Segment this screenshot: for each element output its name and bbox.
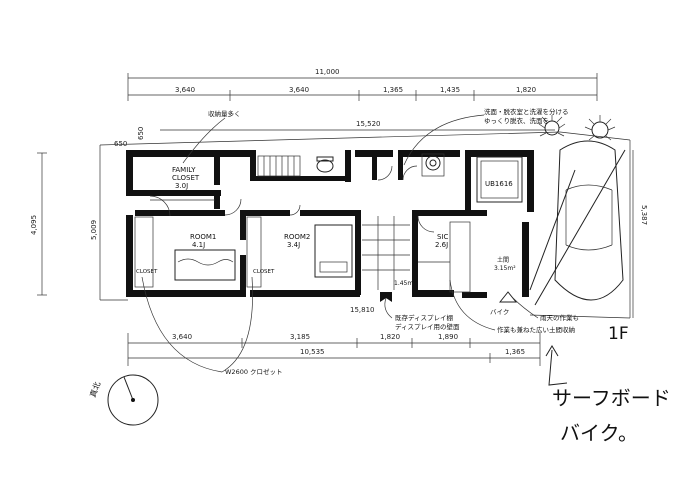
compass-circle [107, 374, 159, 426]
dim-inner-total: 15,520 [356, 120, 381, 128]
bed-room1 [174, 249, 236, 281]
note-work: 作業も兼ねた広い土間収納 [497, 325, 575, 334]
sic-line2: 2.6J [435, 241, 448, 249]
note-bath: 洗面・脱衣室と洗濯を分ける ゆっくり脱衣、洗面を [484, 107, 571, 125]
staircase [257, 155, 301, 177]
dim-corner-b: 650 [137, 127, 145, 140]
plant-icon-2 [591, 121, 609, 139]
doma-line1: 土間 [497, 256, 509, 264]
right-dimensions: 5,387 [632, 150, 648, 318]
label-closet-right: CLOSET [253, 269, 275, 275]
note-display-line2: ディスプレイ用の壁面 [395, 322, 460, 331]
note-rain: 雨天の作業も [540, 313, 579, 322]
dim-bottom-seg-3: 1,820 [380, 333, 400, 341]
dim-bottom-seg-5: 1,365 [505, 348, 525, 356]
bike-arrow [498, 291, 518, 303]
label-hall-area: 1.45m² [394, 280, 416, 287]
bathtub [476, 156, 523, 203]
north-compass: 真北 [87, 374, 159, 426]
bottom-dimensions: 15,810 3,640 3,185 1,820 1,890 10,535 1,… [127, 306, 541, 366]
note-bike: バイク [490, 308, 509, 316]
note-bath-line2: ゆっくり脱衣、洗面を [484, 116, 549, 125]
label-family-closet: FAMILY CLOSET 3.0J [172, 166, 201, 190]
dim-left-inner: 5,009 [90, 220, 98, 240]
entrance-floor [362, 216, 410, 302]
top-dimensions: 11,000 3,640 3,640 1,365 1,435 1,820 15,… [114, 68, 598, 148]
dim-left-outer: 4,095 [30, 215, 38, 235]
floor-label: 1F [608, 324, 629, 344]
r1-line2: 4.1J [192, 241, 205, 249]
dim-right-side: 5,387 [640, 205, 648, 225]
annotations: 収納量多く 洗面・脱衣室と洗濯を分ける ゆっくり脱衣、洗面を 既存ディスプレイ棚… [141, 107, 579, 376]
interior-details [134, 153, 523, 303]
label-doma: 土間 3.15m² [494, 256, 516, 272]
label-room2: ROOM2 3.4J [284, 233, 313, 249]
handwritten-line1: サーフボード [552, 386, 671, 410]
note-display-line1: 既存ディスプレイ棚 [395, 313, 454, 322]
dim-top-total: 11,000 [315, 68, 340, 76]
r2-line2: 3.4J [287, 241, 300, 249]
north-needle [123, 376, 134, 401]
dim-top-seg-2: 3,640 [289, 86, 309, 94]
doma-line2: 3.15m² [494, 265, 516, 272]
r1-line1: ROOM1 [190, 233, 216, 241]
north-label: 真北 [87, 380, 102, 398]
toilet-icon [316, 159, 334, 173]
label-closet-left: CLOSET [136, 269, 158, 275]
dim-top-seg-4: 1,435 [440, 86, 460, 94]
fc-line1: FAMILY [172, 166, 196, 174]
note-storage: 収納量多く [208, 109, 241, 118]
dim-top-seg-3: 1,365 [383, 86, 403, 94]
car-parking [529, 140, 626, 306]
handwritten-note: サーフボード バイク。 [545, 345, 671, 445]
note-bath-line1: 洗面・脱衣室と洗濯を分ける [484, 107, 569, 116]
dim-bottom-seg-4: 1,890 [438, 333, 458, 341]
dim-bottom-total: 10,535 [300, 348, 325, 356]
dim-bottom-seg-2: 3,185 [290, 333, 310, 341]
note-display: 既存ディスプレイ棚 ディスプレイ用の壁面 [395, 313, 460, 331]
handwritten-line2: バイク。 [560, 421, 638, 445]
building-walls [126, 150, 534, 298]
sic-line1: SIC [437, 233, 449, 241]
dim-bottom-seg-1: 3,640 [172, 333, 192, 341]
dim-bottom-small: 15,810 [350, 306, 375, 314]
label-sic: SIC 2.6J [435, 233, 451, 249]
dim-top-seg-1: 3,640 [175, 86, 195, 94]
label-room1: ROOM1 4.1J [190, 233, 219, 249]
label-ub: UB1616 [485, 180, 513, 188]
basin-icon [425, 155, 441, 171]
left-dimensions: 4,095 5,009 [30, 145, 101, 300]
fc-line2: CLOSET [172, 174, 200, 182]
fc-line3: 3.0J [175, 182, 188, 190]
entrance-arrow [380, 292, 392, 302]
dim-corner-a: 650 [114, 140, 127, 148]
plants [538, 115, 616, 141]
room-labels: FAMILY CLOSET 3.0J ROOM1 4.1J ROOM2 3.4J… [136, 166, 516, 287]
r2-line1: ROOM2 [284, 233, 310, 241]
bed-room2 [314, 224, 353, 278]
dim-top-seg-5: 1,820 [516, 86, 536, 94]
note-w2600: W2600 クロゼット [225, 367, 283, 376]
site-boundary [99, 131, 631, 319]
handwritten-arrow [548, 349, 568, 386]
